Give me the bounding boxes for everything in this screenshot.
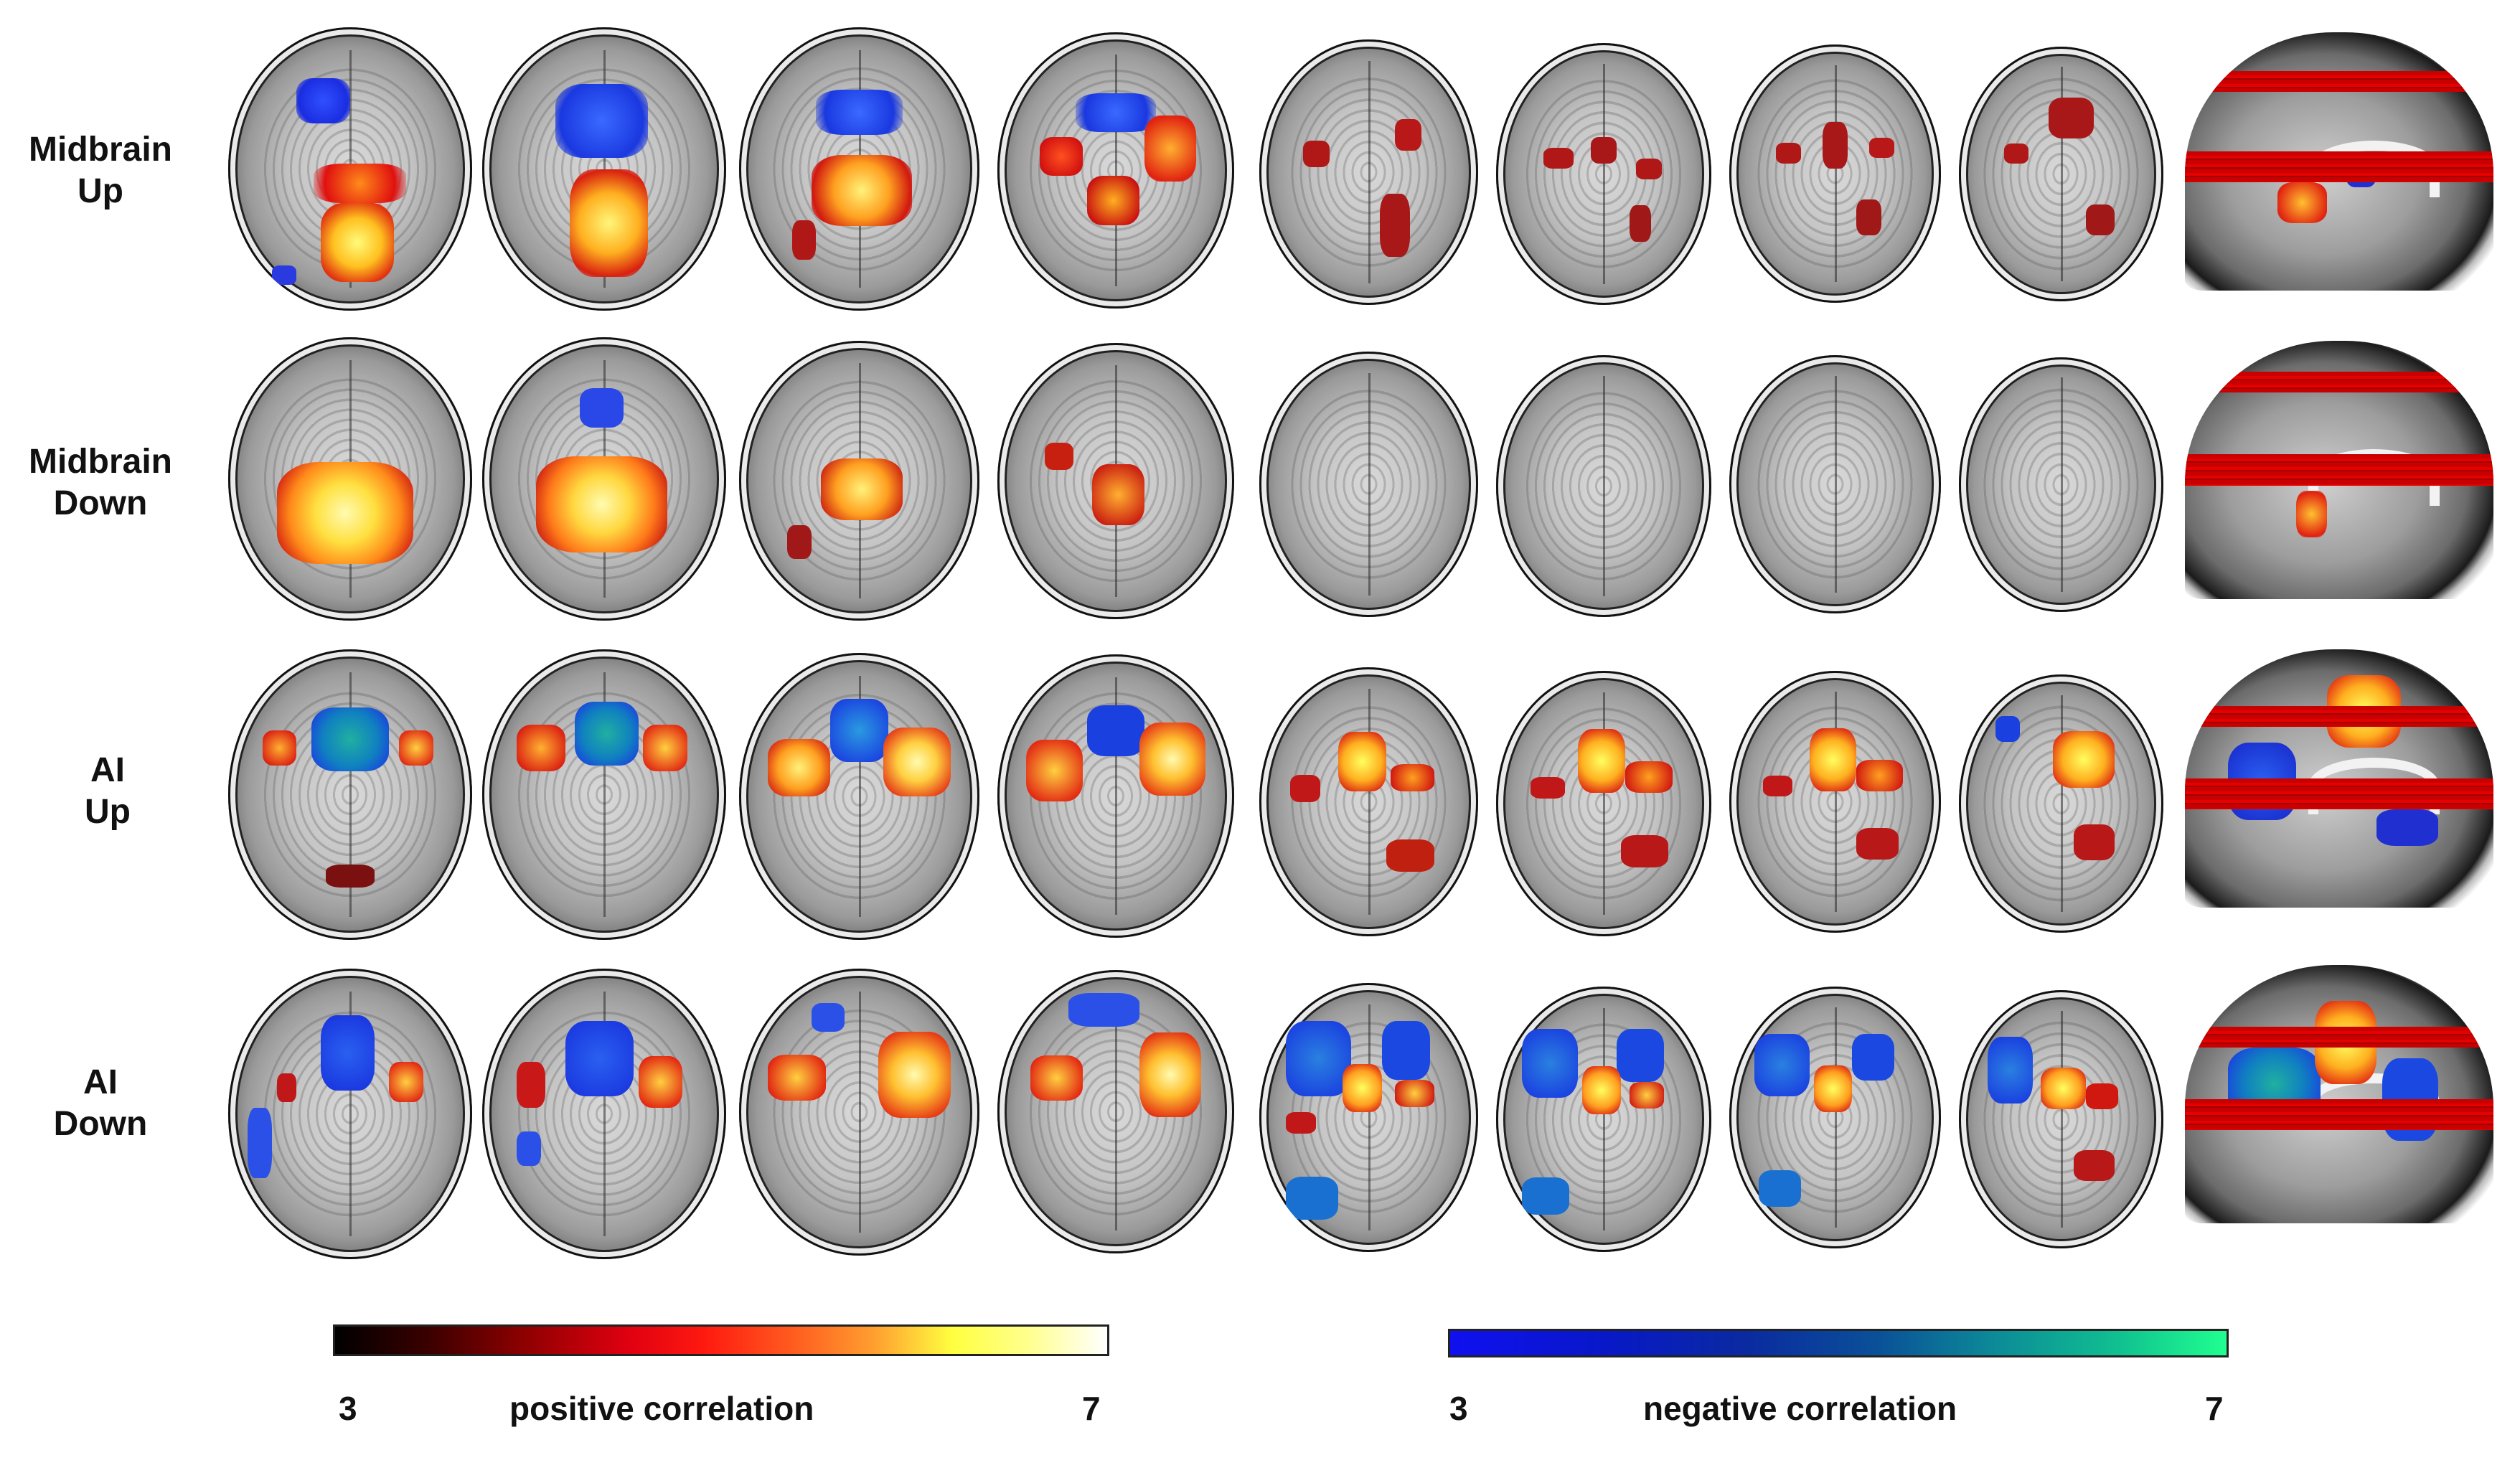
axial-slice (228, 27, 472, 311)
axial-slice (739, 27, 979, 311)
row-label-line2: Up (85, 793, 131, 831)
sagittal-reference (2185, 649, 2493, 908)
row-label-line1: AI (83, 1063, 118, 1101)
axial-slice (482, 27, 726, 311)
negative-colorbar-label: negative correlation (1643, 1390, 1957, 1427)
axial-slice (1259, 667, 1478, 936)
axial-slice (1259, 352, 1478, 617)
axial-slice (1496, 43, 1711, 305)
axial-slice (1729, 987, 1941, 1248)
row-label-line2: Up (77, 172, 123, 210)
slice-position-lines (2185, 454, 2493, 486)
slice-position-lines (2185, 372, 2493, 392)
axial-slice (739, 653, 979, 940)
slice-position-lines (2185, 778, 2493, 810)
negative-colorbar (1448, 1329, 2229, 1357)
slice-position-lines (2185, 151, 2493, 182)
axial-slice (482, 649, 726, 940)
axial-slice (1496, 987, 1711, 1252)
row-label-line1: AI (90, 751, 125, 789)
axial-slice (997, 32, 1234, 309)
axial-slice (228, 337, 472, 621)
sagittal-reference (2185, 341, 2493, 599)
axial-slice (997, 970, 1234, 1253)
axial-slice (997, 654, 1234, 938)
axial-slice (482, 337, 726, 621)
row-label-midbrain-up: Midbrain Up (0, 129, 201, 212)
positive-colorbar-max: 7 (1082, 1390, 1101, 1427)
slice-position-lines (2185, 706, 2493, 727)
axial-slice (1729, 671, 1941, 933)
axial-slice (997, 343, 1234, 619)
row-label-line2: Down (53, 1105, 148, 1143)
slice-position-lines (2185, 1099, 2493, 1131)
axial-slice (1959, 47, 2163, 301)
slice-position-lines (2185, 1027, 2493, 1048)
axial-slice (739, 969, 979, 1256)
positive-colorbar-min: 3 (339, 1390, 357, 1427)
axial-slice (739, 341, 979, 621)
axial-slice (228, 969, 472, 1259)
negative-colorbar-max: 7 (2205, 1390, 2224, 1427)
axial-slice (1729, 44, 1941, 303)
axial-slice (1959, 357, 2163, 612)
axial-slice (1496, 671, 1711, 936)
row-label-line1: Midbrain (29, 443, 172, 481)
axial-slice (1259, 983, 1478, 1252)
row-label-ai-up: AI Up (7, 750, 208, 833)
row-label-line2: Down (53, 484, 148, 522)
sagittal-reference (2185, 32, 2493, 291)
row-label-line1: Midbrain (29, 131, 172, 169)
row-label-midbrain-down: Midbrain Down (0, 441, 201, 524)
slice-position-lines (2185, 71, 2493, 92)
axial-slice (1959, 674, 2163, 933)
axial-slice (482, 969, 726, 1259)
positive-colorbar (333, 1324, 1109, 1356)
axial-slice (1729, 355, 1941, 613)
negative-colorbar-min: 3 (1449, 1390, 1468, 1427)
axial-slice (1259, 39, 1478, 305)
axial-slice (1496, 355, 1711, 617)
positive-colorbar-label: positive correlation (509, 1390, 814, 1427)
axial-slice (228, 649, 472, 940)
axial-slice (1959, 990, 2163, 1248)
sagittal-reference (2185, 965, 2493, 1223)
row-label-ai-down: AI Down (0, 1062, 201, 1145)
